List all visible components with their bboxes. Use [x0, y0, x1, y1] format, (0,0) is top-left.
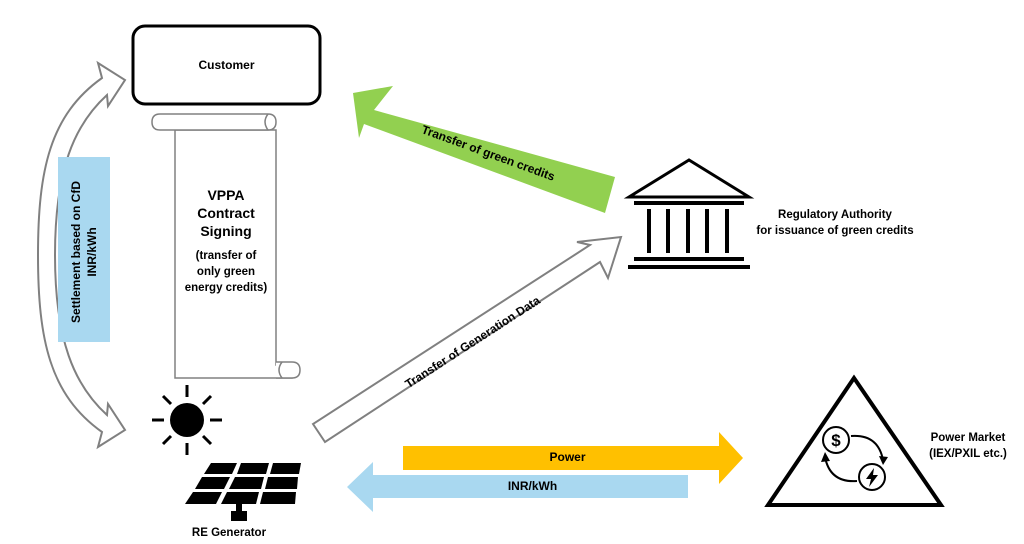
regulatory-building-icon [623, 158, 755, 269]
payment-arrow [347, 462, 688, 512]
power-market-label-line2: (IEX/PXIL etc.) [929, 448, 1007, 460]
contract-scroll [151, 113, 301, 379]
sun-icon [152, 385, 222, 455]
payment-label: INR/kWh [507, 479, 558, 493]
re-generator-label: RE Generator [191, 527, 267, 539]
green-credits-arrow [353, 86, 615, 213]
contract-title: VPPA Contract Signing [197, 187, 255, 239]
generation-data-arrow [311, 235, 623, 444]
svg-text:$: $ [831, 431, 841, 450]
power-label: Power [549, 450, 586, 464]
contract-subtitle: (transfer of only green energy credits) [184, 250, 268, 294]
regulator-label: Regulatory Authority for issuance of gre… [735, 207, 935, 239]
power-arrow [403, 432, 743, 484]
regulator-label-line1: Regulatory Authority [778, 209, 892, 221]
power-market-icon: $ [764, 374, 945, 507]
settlement-label: Settlement based on CfD INR/kWh [68, 158, 100, 346]
customer-box [131, 24, 322, 106]
settlement-box [58, 157, 110, 342]
solar-panel-icon [185, 463, 301, 521]
settlement-label-line2: INR/kWh [85, 227, 99, 277]
power-market-label: Power Market (IEX/PXIL etc.) [914, 430, 1022, 462]
customer-label: Customer [198, 58, 255, 72]
regulator-label-line2: for issuance of green credits [756, 225, 914, 237]
settlement-label-line1: Settlement based on CfD [69, 180, 83, 324]
power-market-label-line1: Power Market [930, 432, 1006, 444]
